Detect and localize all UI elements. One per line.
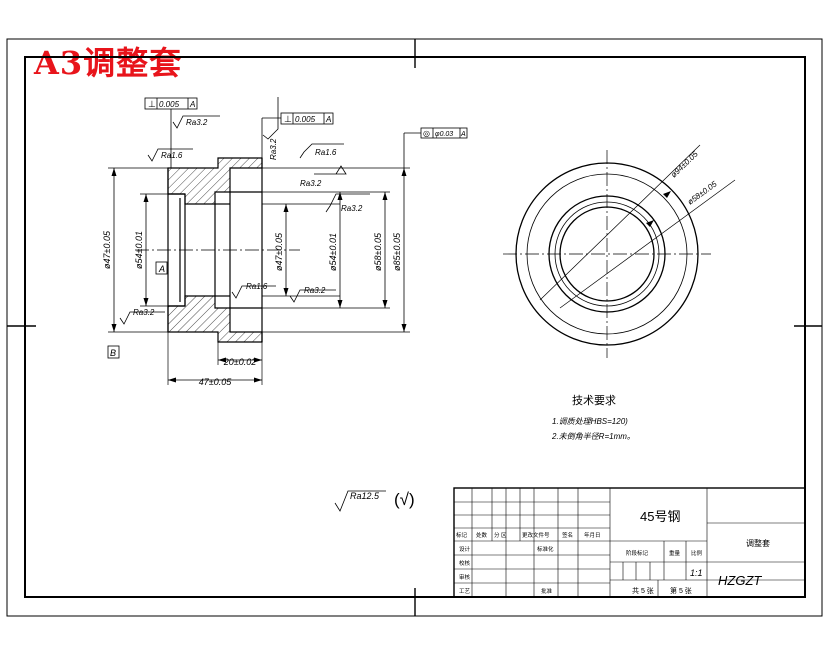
tb-h-count: 处数	[476, 531, 488, 539]
tol1-datum: A	[189, 100, 195, 109]
top-wall-hatch	[167, 157, 263, 205]
section-dimensions: ø47±0.05 ø54±0.01 ø47±0.05 ø54±0.01 ø58±…	[102, 230, 402, 387]
dim-d47-mid: ø47±0.05	[274, 232, 284, 271]
tb-h-zone: 分 区	[494, 531, 507, 539]
tol1-symbol: ⊥	[148, 99, 156, 109]
ra-8: Ra3.2	[304, 286, 326, 295]
roughness-symbols	[119, 97, 386, 512]
bottom-wall-hatch	[167, 295, 263, 343]
inner-border	[24, 56, 806, 598]
ra-9: Ra3.2	[133, 308, 155, 317]
datum-a-label: A	[158, 264, 165, 274]
tol3-datum: A	[460, 131, 466, 138]
tb-role-review: 审核	[459, 573, 471, 581]
ra-7: Ra1.6	[246, 282, 268, 291]
centering-marks	[7, 39, 822, 616]
sheet-tag: A3调整套	[34, 44, 183, 82]
note-1: 1.调质处理HBS=120)	[552, 417, 628, 426]
dim-d47-left: ø47±0.05	[102, 230, 112, 269]
tb-material: 45号钢	[640, 509, 680, 524]
tol2-datum: A	[325, 115, 331, 124]
ra-3: Ra1.6	[161, 151, 183, 160]
note-2: 2.未倒角半径R=1mm。	[551, 432, 635, 441]
ra-1: Ra3.2	[186, 118, 208, 127]
tb-role-design: 设计	[459, 545, 471, 553]
ra-5: Ra3.2	[300, 179, 322, 188]
tol2-symbol: ⊥	[284, 114, 292, 124]
dim-d94: ø94±0.05	[669, 149, 700, 179]
datum-b-marker: B	[107, 345, 120, 359]
tb-part-name: 调整套	[746, 538, 770, 548]
tb-sheets-total: 共 5 张	[632, 586, 654, 595]
tb-ratio: 比例	[691, 549, 703, 557]
general-roughness-label: Ra12.5	[350, 491, 380, 501]
dim-len20: 20±0.02	[223, 357, 256, 367]
tb-h-mark: 标记	[456, 531, 468, 539]
tb-h-date: 年月日	[584, 531, 601, 539]
tb-h-file: 更改文件号	[522, 531, 550, 539]
notes-title: 技术要求	[572, 394, 616, 407]
dim-len47: 47±0.05	[199, 377, 232, 387]
tb-scale: 1:1	[690, 568, 703, 578]
tb-role-process: 工艺	[459, 588, 471, 595]
datum-b-label: B	[110, 348, 116, 358]
tb-h-sign: 签名	[562, 531, 573, 539]
tol3-value: φ0.03	[435, 131, 453, 138]
end-view	[503, 144, 736, 358]
general-roughness-check: (√)	[394, 490, 415, 509]
tolerance-frame-1	[144, 97, 198, 168]
title-block	[453, 487, 806, 598]
tolerance-frame-3	[403, 127, 468, 168]
tb-role-check: 校核	[459, 559, 471, 567]
dim-d85: ø85±0.05	[392, 232, 402, 271]
ra-4: Ra1.6	[315, 148, 337, 157]
tb-sheet-no: 第 5 张	[670, 586, 692, 595]
tol3-symbol: ◎	[423, 129, 430, 138]
dim-d58-end: ø58±0.05	[686, 179, 719, 206]
dim-d54-left: ø54±0.01	[134, 231, 144, 269]
ra-2: Ra3.2	[269, 138, 278, 160]
tb-approve: 批准	[541, 587, 553, 595]
tb-stage: 阶段标记	[626, 549, 649, 557]
section-view	[108, 157, 410, 385]
outer-border	[6, 38, 823, 617]
dim-d54-mid: ø54±0.01	[328, 233, 338, 271]
dim-d58: ø58±0.05	[373, 232, 383, 271]
datum-a-marker: A	[155, 261, 168, 275]
tol1-value: 0.005	[159, 100, 180, 109]
tb-drawing-no: HZGZT	[718, 573, 762, 588]
title-block-text: 标记 处数 分 区 更改文件号 签名 年月日 设计 校核 审核 工艺 标准化 批…	[456, 531, 703, 595]
tb-std: 标准化	[537, 545, 554, 553]
ra-6: Ra3.2	[341, 204, 363, 213]
tb-weight: 重量	[669, 549, 681, 557]
tol2-value: 0.005	[295, 115, 316, 124]
